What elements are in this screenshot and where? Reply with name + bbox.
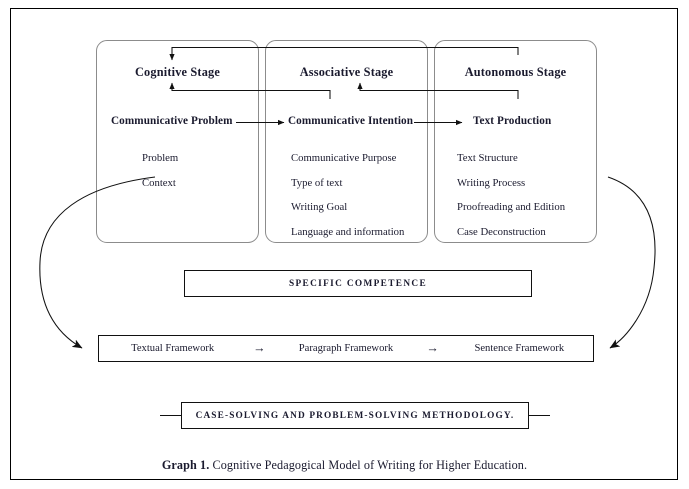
methodology-box: CASE-SOLVING AND PROBLEM-SOLVING METHODO… — [181, 402, 529, 429]
stage-box-autonomous: Autonomous Stage Text Production Text St… — [434, 40, 597, 243]
stage-item: Writing Goal — [291, 201, 348, 213]
stage-items-autonomous: Text Structure Writing Process Proofread… — [435, 146, 596, 244]
arrow-right-icon: → — [426, 341, 439, 356]
specific-competence-label: SPECIFIC COMPETENCE — [289, 278, 427, 289]
stage-lead-cognitive: Communicative Problem — [111, 115, 233, 127]
methodology-label: CASE-SOLVING AND PROBLEM-SOLVING METHODO… — [195, 410, 515, 421]
stage-item: Writing Process — [457, 176, 526, 189]
stage-title-autonomous: Autonomous Stage — [464, 65, 567, 79]
stage-item: Problem — [142, 152, 179, 164]
page-frame — [10, 8, 678, 480]
stage-item: Text Structure — [457, 152, 518, 164]
stage-item: Language and information — [291, 225, 405, 238]
stage-items-cognitive: Problem Context — [97, 146, 258, 195]
stage-item: Case Deconstruction — [457, 225, 546, 238]
framework-cell-sentence: Sentence Framework — [474, 343, 565, 354]
stage-title-cognitive: Cognitive Stage — [134, 65, 220, 79]
framework-cell-paragraph: Paragraph Framework — [298, 343, 394, 354]
stage-lead-associative: Communicative Intention — [288, 115, 414, 127]
stage-lead-autonomous: Text Production — [473, 115, 552, 127]
framework-box: Textual Framework → Paragraph Framework … — [98, 335, 594, 362]
caption-text: Cognitive Pedagogical Model of Writing f… — [209, 458, 528, 472]
framework-cell-textual: Textual Framework — [131, 343, 215, 354]
specific-competence-box: SPECIFIC COMPETENCE — [184, 270, 532, 297]
stage-item: Proofreading and Edition — [457, 201, 566, 213]
stage-item: Communicative Purpose — [291, 152, 397, 164]
stage-box-cognitive: Cognitive Stage Communicative Problem Pr… — [96, 40, 259, 243]
stage-item: Type of text — [291, 176, 343, 189]
caption-label: Graph 1. — [161, 458, 210, 472]
stage-box-associative: Associative Stage Communicative Intentio… — [265, 40, 428, 243]
arrow-right-icon: → — [253, 341, 266, 356]
stage-items-associative: Communicative Purpose Type of text Writi… — [266, 146, 427, 244]
stage-title-associative: Associative Stage — [299, 65, 394, 79]
stage-item: Context — [142, 176, 176, 189]
figure-caption: Graph 1. Cognitive Pedagogical Model of … — [0, 458, 689, 473]
